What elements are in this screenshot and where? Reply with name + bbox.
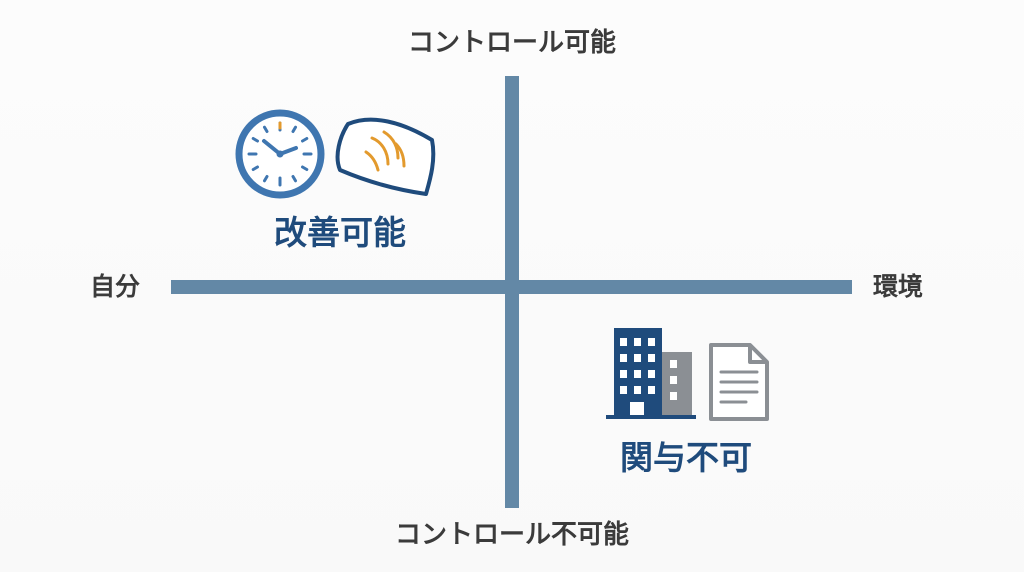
axis-label-left: 自分 bbox=[90, 272, 141, 301]
document-icon bbox=[708, 342, 770, 426]
horizontal-axis bbox=[171, 280, 852, 294]
axis-label-bottom: コントロール不可能 bbox=[394, 520, 629, 550]
quadrant-label-no-involvement: 関与不可 bbox=[620, 438, 752, 477]
quadrant-label-improvable: 改善可能 bbox=[274, 213, 406, 252]
clock-icon bbox=[234, 108, 326, 204]
axis-label-right: 環境 bbox=[873, 272, 924, 301]
building-icon bbox=[604, 324, 700, 424]
pillow-icon bbox=[332, 110, 444, 206]
axis-label-top: コントロール可能 bbox=[407, 28, 616, 58]
